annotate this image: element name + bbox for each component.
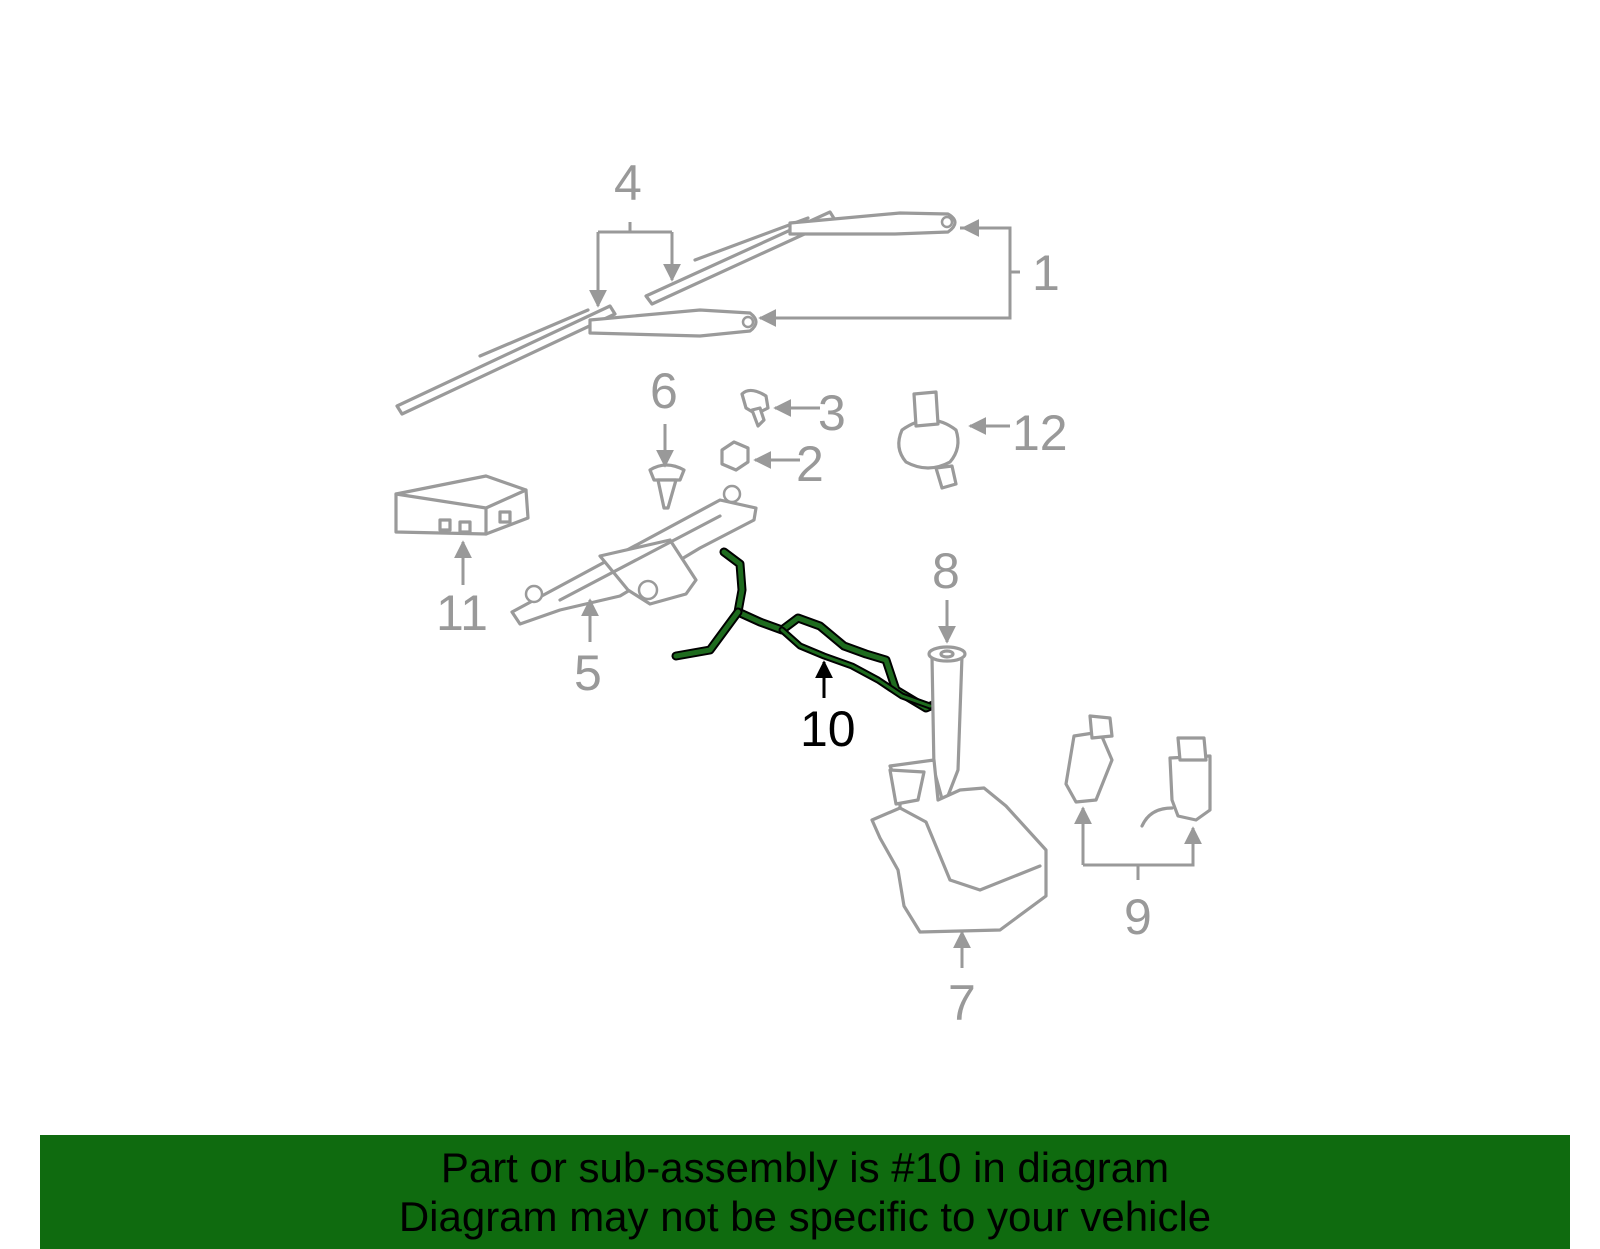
relay-part xyxy=(897,390,960,490)
banner-line-2: Diagram may not be specific to your vehi… xyxy=(398,1193,1212,1240)
callout-3: 3 xyxy=(818,385,846,441)
callout-11: 11 xyxy=(436,585,488,641)
callout-9: 9 xyxy=(1124,889,1152,945)
callout-10: 10 xyxy=(800,701,856,757)
callout-4: 4 xyxy=(614,155,642,211)
clip-part xyxy=(648,463,686,510)
wiper-arm-blade-lower xyxy=(395,304,758,416)
callout-8: 8 xyxy=(932,543,960,599)
callout-1: 1 xyxy=(1032,245,1060,301)
leader-1 xyxy=(758,226,1012,327)
control-module-part xyxy=(394,474,530,536)
nut-part xyxy=(720,440,750,472)
banner-line-1: Part or sub-assembly is #10 in diagram xyxy=(440,1144,1170,1191)
callout-7: 7 xyxy=(948,975,976,1031)
callout-5: 5 xyxy=(574,645,602,701)
washer-hose-part xyxy=(671,547,945,713)
wiper-linkage-part xyxy=(510,484,758,626)
washer-pump-left xyxy=(1064,714,1114,804)
washer-pump-right xyxy=(1140,736,1212,828)
filler-neck-part xyxy=(927,645,967,808)
callout-6: 6 xyxy=(650,363,678,419)
washer-reservoir-part xyxy=(870,758,1048,934)
wiper-arm-blade-upper xyxy=(644,210,957,306)
callout-2: 2 xyxy=(796,436,824,492)
info-banner: Part or sub-assembly is #10 in diagram D… xyxy=(40,1135,1570,1249)
leader-4 xyxy=(596,222,674,305)
bolt-part xyxy=(740,388,770,428)
callout-12: 12 xyxy=(1012,405,1068,461)
